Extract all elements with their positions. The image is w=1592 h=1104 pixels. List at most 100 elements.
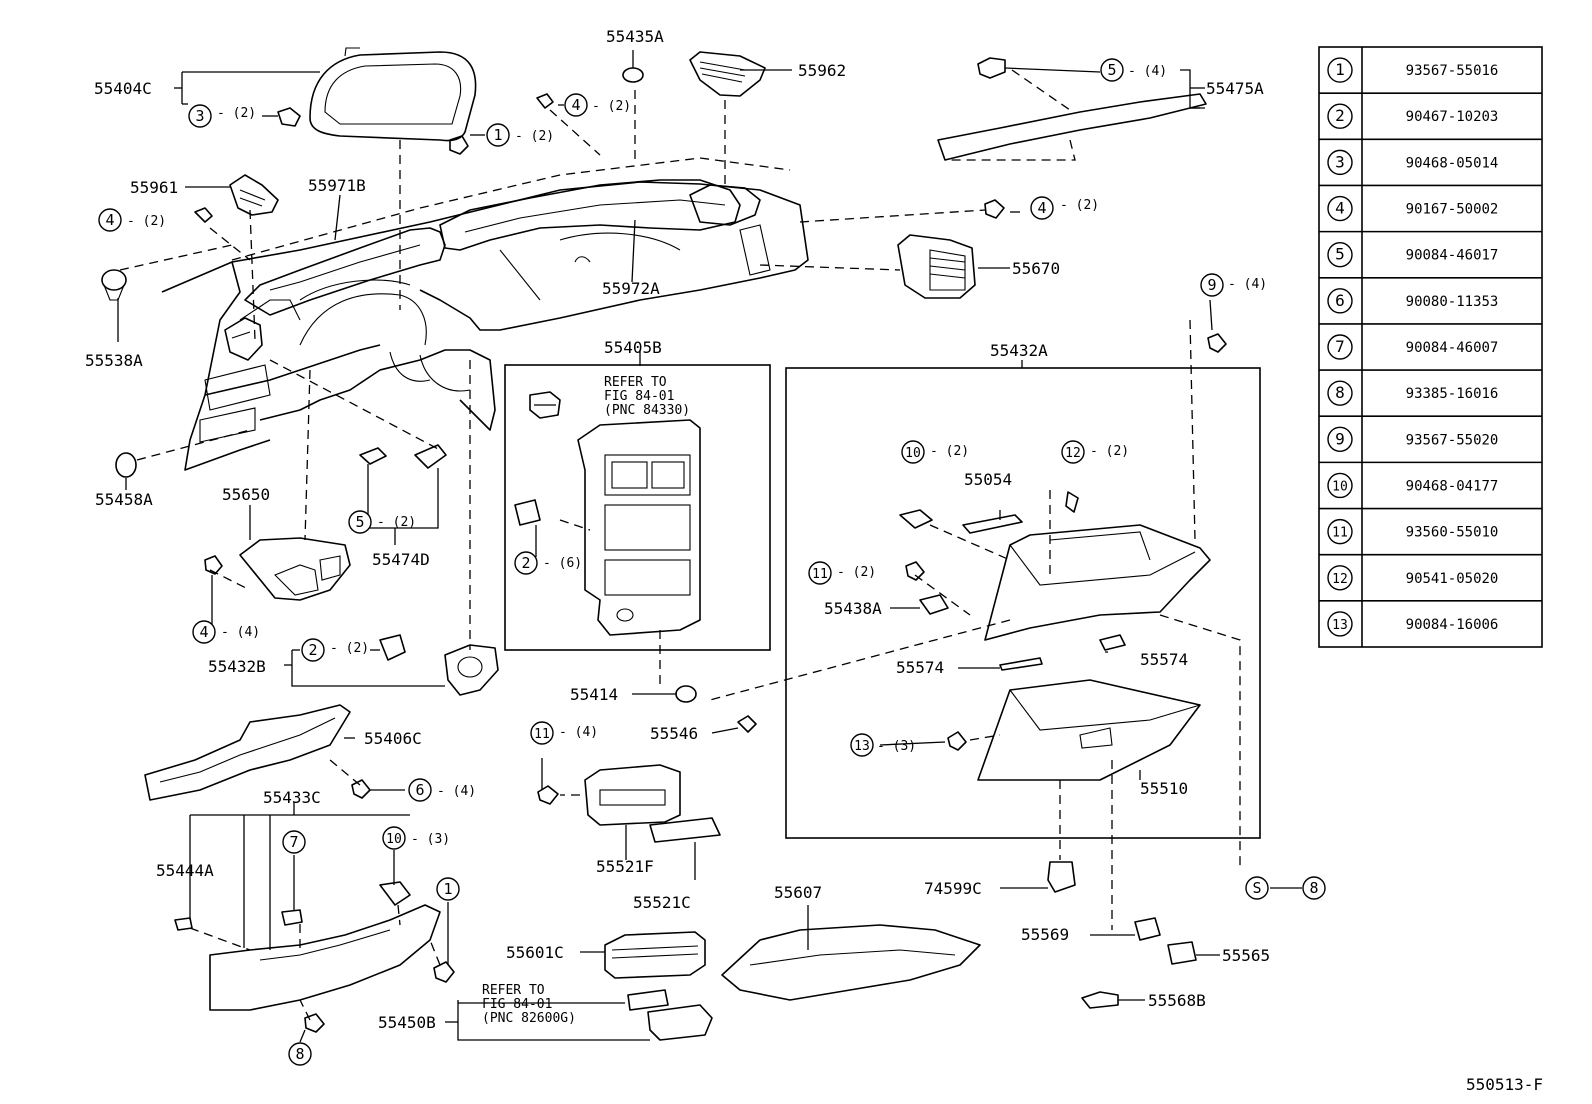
callout-4-top: [564, 93, 588, 117]
callout-6: [408, 778, 432, 802]
label-55433C: 55433C: [263, 788, 321, 807]
legend-part-number: 93567-55020: [1406, 432, 1499, 448]
glove-box-55432A-drawing: [899, 509, 1211, 781]
callout-3-qty: - (2): [217, 106, 256, 121]
label-55450B: 55450B: [378, 1013, 436, 1032]
callout-S-target-num: 8: [1309, 879, 1318, 897]
callout-2-low-qty: - (2): [330, 641, 369, 656]
legend-key-circle: [1327, 103, 1353, 129]
legend-part-number: 90541-05020: [1406, 571, 1499, 587]
callout-11-mid-qty: - (2): [837, 565, 876, 580]
legend-key-number: 6: [1335, 291, 1345, 310]
legend-key-circle: [1327, 149, 1353, 176]
label-55972A: 55972A: [602, 279, 660, 298]
legend-part-number: 90084-46017: [1406, 248, 1499, 264]
label-55432A: 55432A: [990, 341, 1048, 360]
callout-10-low-num: 10: [386, 832, 402, 847]
legend-key-circle: [1327, 472, 1353, 499]
callout-9-num: 9: [1207, 276, 1216, 294]
refer-note-1-line3: (PNC 84330): [604, 403, 690, 418]
vent-55670-drawing: [897, 234, 976, 299]
callout-11-low-qty: - (4): [559, 725, 598, 740]
legend-part-number: 90084-16006: [1406, 617, 1499, 633]
duct-55971B-drawing: [224, 227, 446, 361]
label-55474D: 55474D: [372, 550, 430, 569]
callout-2-mid-qty: - (6): [543, 556, 582, 571]
callout-4-left-num: 4: [105, 211, 114, 229]
legend-key-number: 4: [1335, 199, 1345, 218]
brace-55406C-drawing: [144, 704, 351, 801]
label-55432B: 55432B: [208, 657, 266, 676]
legend-key-circle: [1327, 334, 1353, 360]
callout-2-mid: [514, 551, 538, 575]
legend-part-number: 93385-16016: [1406, 386, 1499, 402]
callout-1-top-qty: - (2): [515, 129, 554, 144]
callout-11-mid: [808, 561, 832, 585]
label-55414: 55414: [570, 685, 618, 704]
cluster-hood-55404C-drawing: [309, 47, 477, 142]
legend-key-circle: [1327, 518, 1353, 545]
leader-lines: [117, 50, 1302, 1043]
label-55538A: 55538A: [85, 351, 143, 370]
callout-10-mid-qty: - (2): [930, 444, 969, 459]
legend-part-number: 90468-04177: [1406, 478, 1499, 494]
callout-5-mid: [348, 510, 372, 534]
callout-4-low: [192, 620, 216, 644]
assembly-lines: [119, 69, 1241, 1021]
legend-key-circle: [1327, 288, 1353, 314]
callout-5-top-num: 5: [1107, 61, 1116, 79]
refer-note-2-line3: (PNC 82600G): [482, 1011, 576, 1026]
label-55406C: 55406C: [364, 729, 422, 748]
callout-1-low: [436, 877, 460, 901]
label-55607: 55607: [774, 883, 822, 902]
label-55574-right: 55574: [1140, 650, 1188, 669]
callout-5-mid-num: 5: [355, 513, 364, 531]
label-55568B: 55568B: [1148, 991, 1206, 1010]
callout-10-low-qty: - (3): [411, 832, 450, 847]
instrument-panel-drawing: [161, 157, 809, 471]
callout-9: [1200, 273, 1224, 297]
legend-part-number: 90080-11353: [1406, 294, 1499, 310]
bezel-55432B-drawing: [379, 634, 499, 696]
legend-part-number: 90167-50002: [1406, 202, 1499, 218]
callout-8-low: [288, 1042, 312, 1066]
legend-key-number: 3: [1335, 152, 1345, 171]
label-74599C: 74599C: [924, 879, 982, 898]
refer-note-1-line1: REFER TO: [604, 375, 667, 390]
label-55650: 55650: [222, 485, 270, 504]
callout-9-qty: - (4): [1228, 277, 1267, 292]
callout-11-low: [530, 721, 554, 745]
callout-4-left: [98, 208, 122, 232]
legend-key-number: 11: [1332, 526, 1348, 541]
callout-4-low-qty: - (4): [221, 625, 260, 640]
callout-S-num: S: [1252, 879, 1261, 897]
refer-note-2-line2: FIG 84-01: [482, 997, 552, 1012]
legend-key-number: 5: [1335, 245, 1345, 264]
pocket-55521-drawing: [584, 764, 721, 843]
callout-4-right-num: 4: [1037, 199, 1046, 217]
callout-S: [1245, 876, 1269, 900]
legend-key-circle: [1327, 241, 1353, 268]
part-labels: 55404C 55435A 55962 55475A 55961 55971B …: [85, 27, 1270, 1032]
label-55971B: 55971B: [308, 176, 366, 195]
callout-10-mid: [901, 440, 925, 464]
legend-part-number: 93567-55016: [1406, 63, 1499, 79]
legend-key-number: 7: [1335, 337, 1345, 356]
callouts: 3 - (2) 1 - (2) 4 - (2) 5 - (4) 4 - (2) …: [98, 58, 1326, 1066]
legend-key-number: 12: [1332, 572, 1348, 587]
vent-55961-drawing: [229, 174, 279, 216]
callout-13-qty: - (3): [877, 739, 916, 754]
ashtray-drawing: [604, 931, 713, 1041]
label-55546: 55546: [650, 724, 698, 743]
refer-note-2: REFER TO FIG 84-01 (PNC 82600G): [482, 983, 576, 1026]
legend-key-circle: [1327, 195, 1353, 222]
label-55601C: 55601C: [506, 943, 564, 962]
vent-55962-drawing: [689, 51, 766, 97]
label-55438A: 55438A: [824, 599, 882, 618]
label-55565: 55565: [1222, 946, 1270, 965]
legend-key-circle: [1327, 565, 1353, 591]
label-55475A: 55475A: [1206, 79, 1264, 98]
legend-part-number: 90468-05014: [1406, 155, 1499, 171]
